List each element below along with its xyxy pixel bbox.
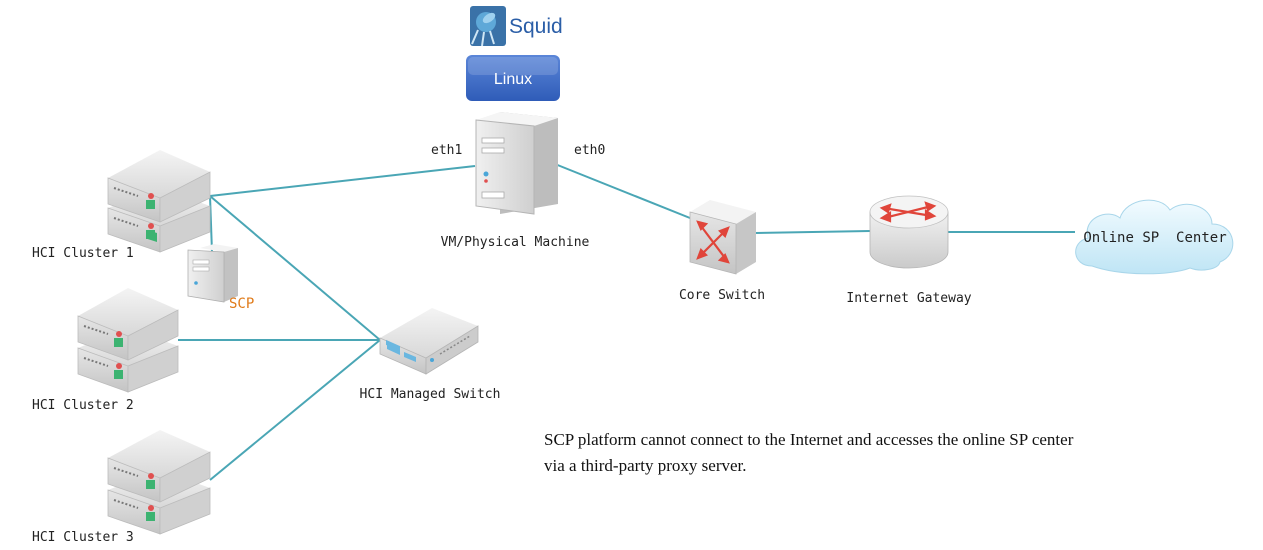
linux-badge: Linux — [466, 55, 560, 101]
hci-cluster-3-icon — [107, 430, 211, 535]
link-core-switch-gateway — [754, 230, 871, 234]
hci-cluster-1-label: HCI Cluster 1 — [32, 246, 134, 261]
squid-label: Squid — [509, 15, 563, 38]
link-cluster1-scp — [209, 195, 213, 253]
core-switch-icon — [689, 200, 756, 275]
managed-switch-label: HCI Managed Switch — [360, 387, 501, 402]
scp-label: SCP — [229, 296, 254, 312]
hci-cluster-2-label: HCI Cluster 2 — [32, 398, 134, 413]
link-vm-core-switch — [554, 163, 701, 223]
squid-logo: Squid — [470, 6, 563, 47]
link-cluster1-vm — [209, 165, 476, 197]
caption: SCP platform cannot connect to the Inter… — [544, 430, 1074, 475]
eth0-label: eth0 — [574, 143, 605, 158]
online-sp-center-label: Online SP Center — [1083, 230, 1226, 246]
caption-line-1: SCP platform cannot connect to the Inter… — [544, 430, 1074, 449]
core-switch-label: Core Switch — [679, 288, 765, 303]
hci-cluster-1-icon — [107, 150, 211, 253]
linux-label: Linux — [494, 71, 532, 88]
links — [178, 163, 1075, 481]
vm-physical-machine-icon — [475, 112, 558, 215]
internet-gateway-icon — [869, 195, 949, 269]
hci-cluster-3-label: HCI Cluster 3 — [32, 530, 134, 545]
vm-machine-label: VM/Physical Machine — [441, 235, 590, 250]
link-cluster3-managed-switch — [209, 339, 381, 481]
scp-server-icon — [187, 244, 238, 303]
caption-line-2: via a third-party proxy server. — [544, 456, 747, 475]
eth1-label: eth1 — [431, 143, 462, 158]
link-cluster1-managed-switch — [209, 195, 381, 341]
cloud-icon — [1075, 199, 1234, 275]
hci-cluster-2-icon — [77, 288, 179, 393]
managed-switch-icon — [379, 308, 479, 375]
internet-gateway-label: Internet Gateway — [846, 291, 971, 306]
